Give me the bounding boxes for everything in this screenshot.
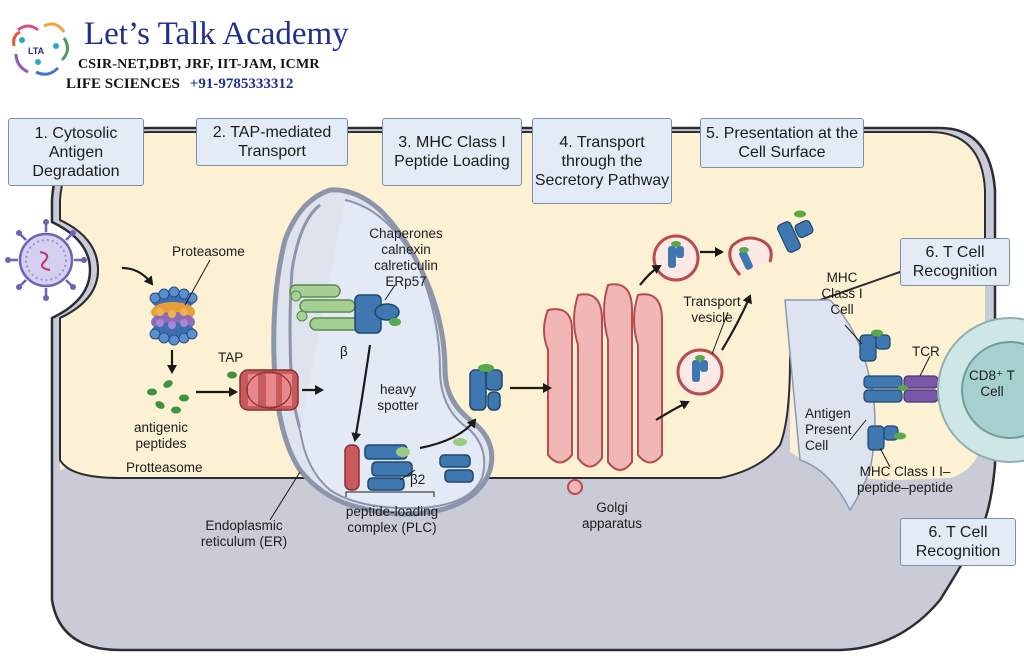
tap-transporter-icon — [239, 369, 299, 411]
mhc-class-i-cell-label: MHC Class I Cell — [821, 270, 863, 317]
beta2-label: β2 — [410, 472, 426, 487]
academy-logo-header: LTA Let’s Talk Academy CSIR-NET,DBT, JRF… — [8, 10, 408, 96]
endoplasmic-reticulum — [271, 187, 495, 517]
step-6-box-top: 6. T Cell Recognition — [900, 238, 1010, 286]
antigenic-peptides-label: antigenic peptides — [133, 420, 189, 451]
leader-lines — [184, 259, 931, 521]
proteasome-label: Proteasome — [172, 244, 245, 259]
surface-mhc-class-i — [777, 210, 906, 451]
tcr-complex — [863, 375, 939, 403]
beta-label: β — [340, 344, 348, 359]
virus-icon — [5, 219, 87, 301]
proteasome-icon — [149, 286, 198, 346]
subject-text: LIFE SCIENCES — [66, 76, 180, 92]
transport-vesicle — [652, 234, 773, 396]
academy-subject-line: LIFE SCIENCES +91-9785333312 — [66, 76, 293, 93]
academy-exams-line: CSIR-NET,DBT, JRF, IIT-JAM, ICMR — [78, 57, 320, 72]
phone-number: +91-9785333312 — [189, 76, 294, 92]
heavy-spotter-label: heavy spotter — [377, 382, 419, 413]
step-3-box: 3. MHC Class I Peptide Loading — [382, 118, 522, 186]
step-2-box: 2. TAP-mediated Transport — [196, 118, 348, 166]
pathway-arrows — [121, 247, 752, 450]
golgi-label: Golgi apparatus — [581, 500, 643, 531]
chaperone-complex — [289, 284, 401, 334]
tap-label: TAP — [218, 350, 244, 365]
cd8-t-cell — [937, 317, 1024, 463]
academy-title: Let’s Talk Academy — [84, 16, 349, 52]
step-1-box: 1. Cytosolic Antigen Degradation — [8, 118, 144, 186]
cd8-t-cell-label: CD8⁺ T Cell — [969, 368, 1015, 399]
mhc-peptide-label: MHC Class I I–peptide–peptide — [856, 464, 954, 495]
er-label: Endoplasmic reticulum (ER) — [200, 518, 288, 549]
apc-membrane — [784, 299, 876, 512]
tcr-label: TCR — [912, 344, 940, 359]
step-4-box: 4. Transport through the Secretory Pathw… — [532, 118, 672, 204]
academy-emblem-icon: LTA — [12, 22, 69, 76]
mhc-class-i-loaded — [469, 364, 503, 411]
chaperones-label: Chaperones calnexin calreticulin ERp57 — [369, 226, 443, 289]
golgi-apparatus — [543, 283, 663, 495]
plc-label: peptide-loading complex (PLC) — [345, 504, 439, 535]
step-6-box-bottom: 6. T Cell Recognition — [900, 518, 1016, 566]
logo-lettering: LTA — [28, 46, 45, 56]
transport-vesicle-label: Transport vesicle — [683, 294, 741, 325]
plc-complex — [344, 438, 474, 491]
apc-label: Antigen Present Cell — [805, 406, 852, 453]
step-5-box: 5. Presentation at the Cell Surface — [700, 118, 864, 168]
protteasome-label: Protteasome — [126, 460, 203, 475]
